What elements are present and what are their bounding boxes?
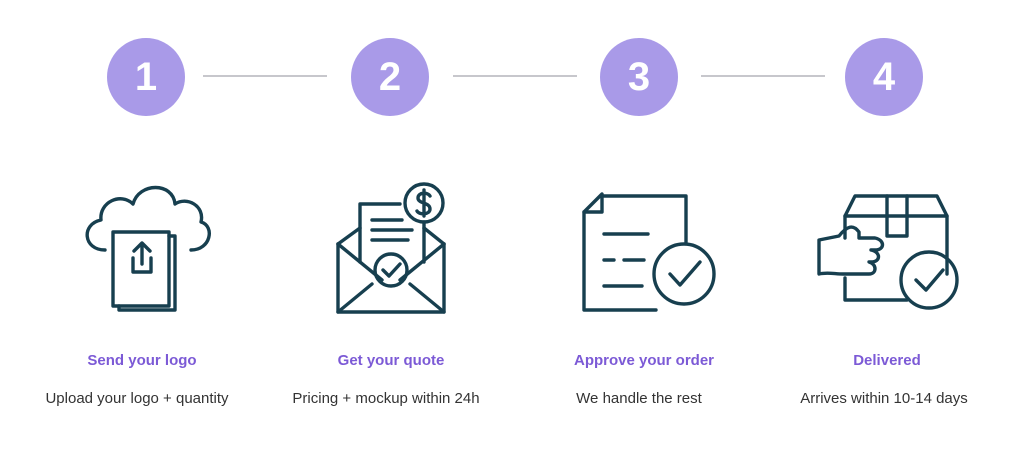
step-1-description: Upload your logo + quantity — [45, 390, 229, 407]
envelope-quote-icon — [320, 178, 460, 318]
document-check-icon — [570, 178, 716, 318]
step-3-title: Approve your order — [573, 352, 715, 369]
cloud-upload-icon — [75, 178, 215, 318]
step-connector-1 — [203, 75, 327, 77]
step-1-number: 1 — [107, 38, 185, 116]
step-1-title: Send your logo — [87, 352, 197, 369]
step-connector-2 — [453, 75, 577, 77]
step-3-number: 3 — [600, 38, 678, 116]
step-2-number: 2 — [351, 38, 429, 116]
step-3-description: We handle the rest — [576, 390, 702, 407]
step-2-title: Get your quote — [337, 352, 445, 369]
step-4-title: Delivered — [853, 352, 921, 369]
step-4-description: Arrives within 10-14 days — [800, 390, 968, 407]
step-4-number: 4 — [845, 38, 923, 116]
step-2-description: Pricing + mockup within 24h — [292, 390, 480, 407]
step-connector-3 — [701, 75, 825, 77]
package-delivery-icon — [815, 178, 959, 318]
